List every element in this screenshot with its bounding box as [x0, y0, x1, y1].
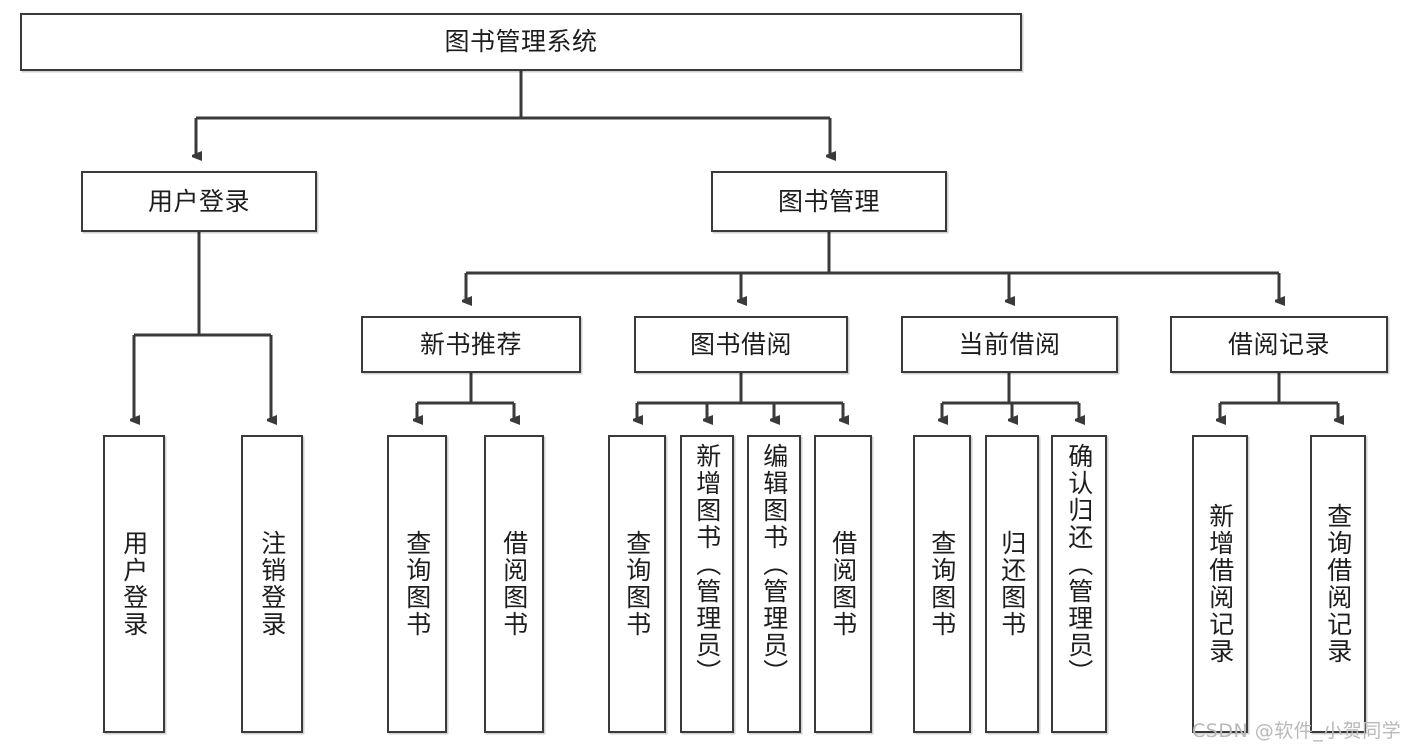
node-current-borrow-label: 当前借阅 [958, 329, 1061, 359]
node-user-login[interactable]: 用户登录 [81, 171, 317, 232]
node-current-borrow[interactable]: 当前借阅 [901, 316, 1118, 373]
node-book-management-label: 图书管理 [777, 186, 880, 216]
leaf-add-borrow-record-label: 新增借阅记录 [1205, 503, 1235, 665]
leaf-query-book-current-label: 查询图书 [927, 530, 957, 638]
leaf-confirm-return-admin[interactable]: 确认归还（管理员） [1051, 435, 1107, 733]
leaf-edit-book-admin-label: 编辑图书（管理员） [759, 443, 789, 686]
leaf-user-logout-label: 注销登录 [257, 530, 287, 638]
leaf-edit-book-admin[interactable]: 编辑图书（管理员） [747, 435, 801, 733]
node-user-login-label: 用户登录 [147, 186, 250, 216]
leaf-borrow-book[interactable]: 借阅图书 [814, 435, 872, 733]
node-book-borrow-label: 图书借阅 [689, 329, 792, 359]
leaf-borrow-book-label: 借阅图书 [828, 530, 858, 638]
leaf-user-login[interactable]: 用户登录 [103, 435, 165, 733]
node-borrow-record-label: 借阅记录 [1227, 329, 1330, 359]
node-root-label: 图书管理系统 [444, 27, 598, 57]
leaf-add-book-admin[interactable]: 新增图书（管理员） [680, 435, 734, 733]
leaf-query-book-borrow-label: 查询图书 [622, 530, 652, 638]
leaf-user-logout[interactable]: 注销登录 [241, 435, 303, 733]
leaf-return-book[interactable]: 归还图书 [985, 435, 1039, 733]
leaf-borrow-book-recommend[interactable]: 借阅图书 [484, 435, 544, 733]
leaf-return-book-label: 归还图书 [997, 530, 1027, 638]
node-root[interactable]: 图书管理系统 [20, 13, 1022, 71]
node-book-management[interactable]: 图书管理 [711, 171, 947, 232]
leaf-borrow-book-recommend-label: 借阅图书 [499, 530, 529, 638]
leaf-add-book-admin-label: 新增图书（管理员） [692, 443, 722, 686]
leaf-query-book-recommend[interactable]: 查询图书 [387, 435, 447, 733]
leaf-query-borrow-record[interactable]: 查询借阅记录 [1310, 435, 1366, 733]
node-new-book-recommend[interactable]: 新书推荐 [361, 316, 581, 373]
leaf-user-login-label: 用户登录 [119, 530, 149, 638]
leaf-confirm-return-admin-label: 确认归还（管理员） [1064, 443, 1094, 686]
node-borrow-record[interactable]: 借阅记录 [1170, 316, 1388, 373]
leaf-query-book-borrow[interactable]: 查询图书 [608, 435, 666, 733]
watermark: CSDN @软件_小贺同学 [1192, 720, 1402, 742]
node-book-borrow[interactable]: 图书借阅 [634, 316, 848, 373]
leaf-query-book-recommend-label: 查询图书 [402, 530, 432, 638]
leaf-add-borrow-record[interactable]: 新增借阅记录 [1192, 435, 1248, 733]
leaf-query-book-current[interactable]: 查询图书 [913, 435, 971, 733]
leaf-query-borrow-record-label: 查询借阅记录 [1323, 503, 1353, 665]
node-new-book-recommend-label: 新书推荐 [419, 329, 522, 359]
